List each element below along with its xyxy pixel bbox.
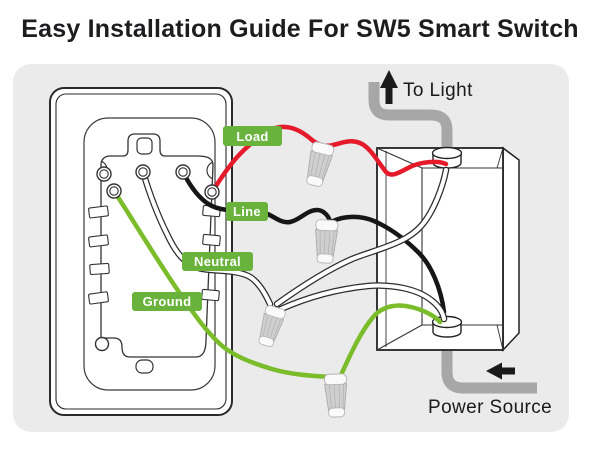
ground-wire-box-side	[338, 303, 443, 378]
side-clips	[88, 204, 221, 305]
junction-box	[376, 146, 520, 352]
neutral-wire-nut	[254, 304, 287, 349]
neutral-wire-to-light	[273, 166, 450, 308]
neutral-wire-to-power	[277, 282, 448, 323]
line-wire-label: Line	[226, 202, 268, 221]
neutral-wire-label: Neutral	[182, 252, 253, 271]
page-title: Easy Installation Guide For SW5 Smart Sw…	[21, 15, 579, 43]
ground-wire-nut	[323, 373, 349, 418]
terminal-screws	[96, 164, 220, 200]
bottom-oval-hole	[135, 359, 154, 374]
line-wire-nut	[313, 219, 339, 264]
conduit-to-light	[368, 82, 453, 152]
mounting-tab-hole	[136, 137, 153, 155]
line-wire-black-switch-side	[180, 169, 333, 225]
switch-body-outline	[100, 133, 214, 358]
left-arrow-icon	[486, 362, 515, 380]
wires	[111, 124, 450, 380]
up-arrow-icon	[380, 70, 398, 104]
load-wire-nut	[302, 140, 336, 189]
ground-wire-label: Ground	[132, 292, 202, 311]
line-wire-black-box-side	[330, 214, 447, 315]
ground-wire-switch-side	[111, 188, 334, 380]
to-light-label: To Light	[403, 80, 473, 101]
bottom-screw-hole	[94, 336, 110, 352]
load-wire-label: Load	[223, 126, 282, 146]
power-source-label: Power Source	[428, 397, 553, 418]
conduit-power-source	[441, 340, 537, 394]
